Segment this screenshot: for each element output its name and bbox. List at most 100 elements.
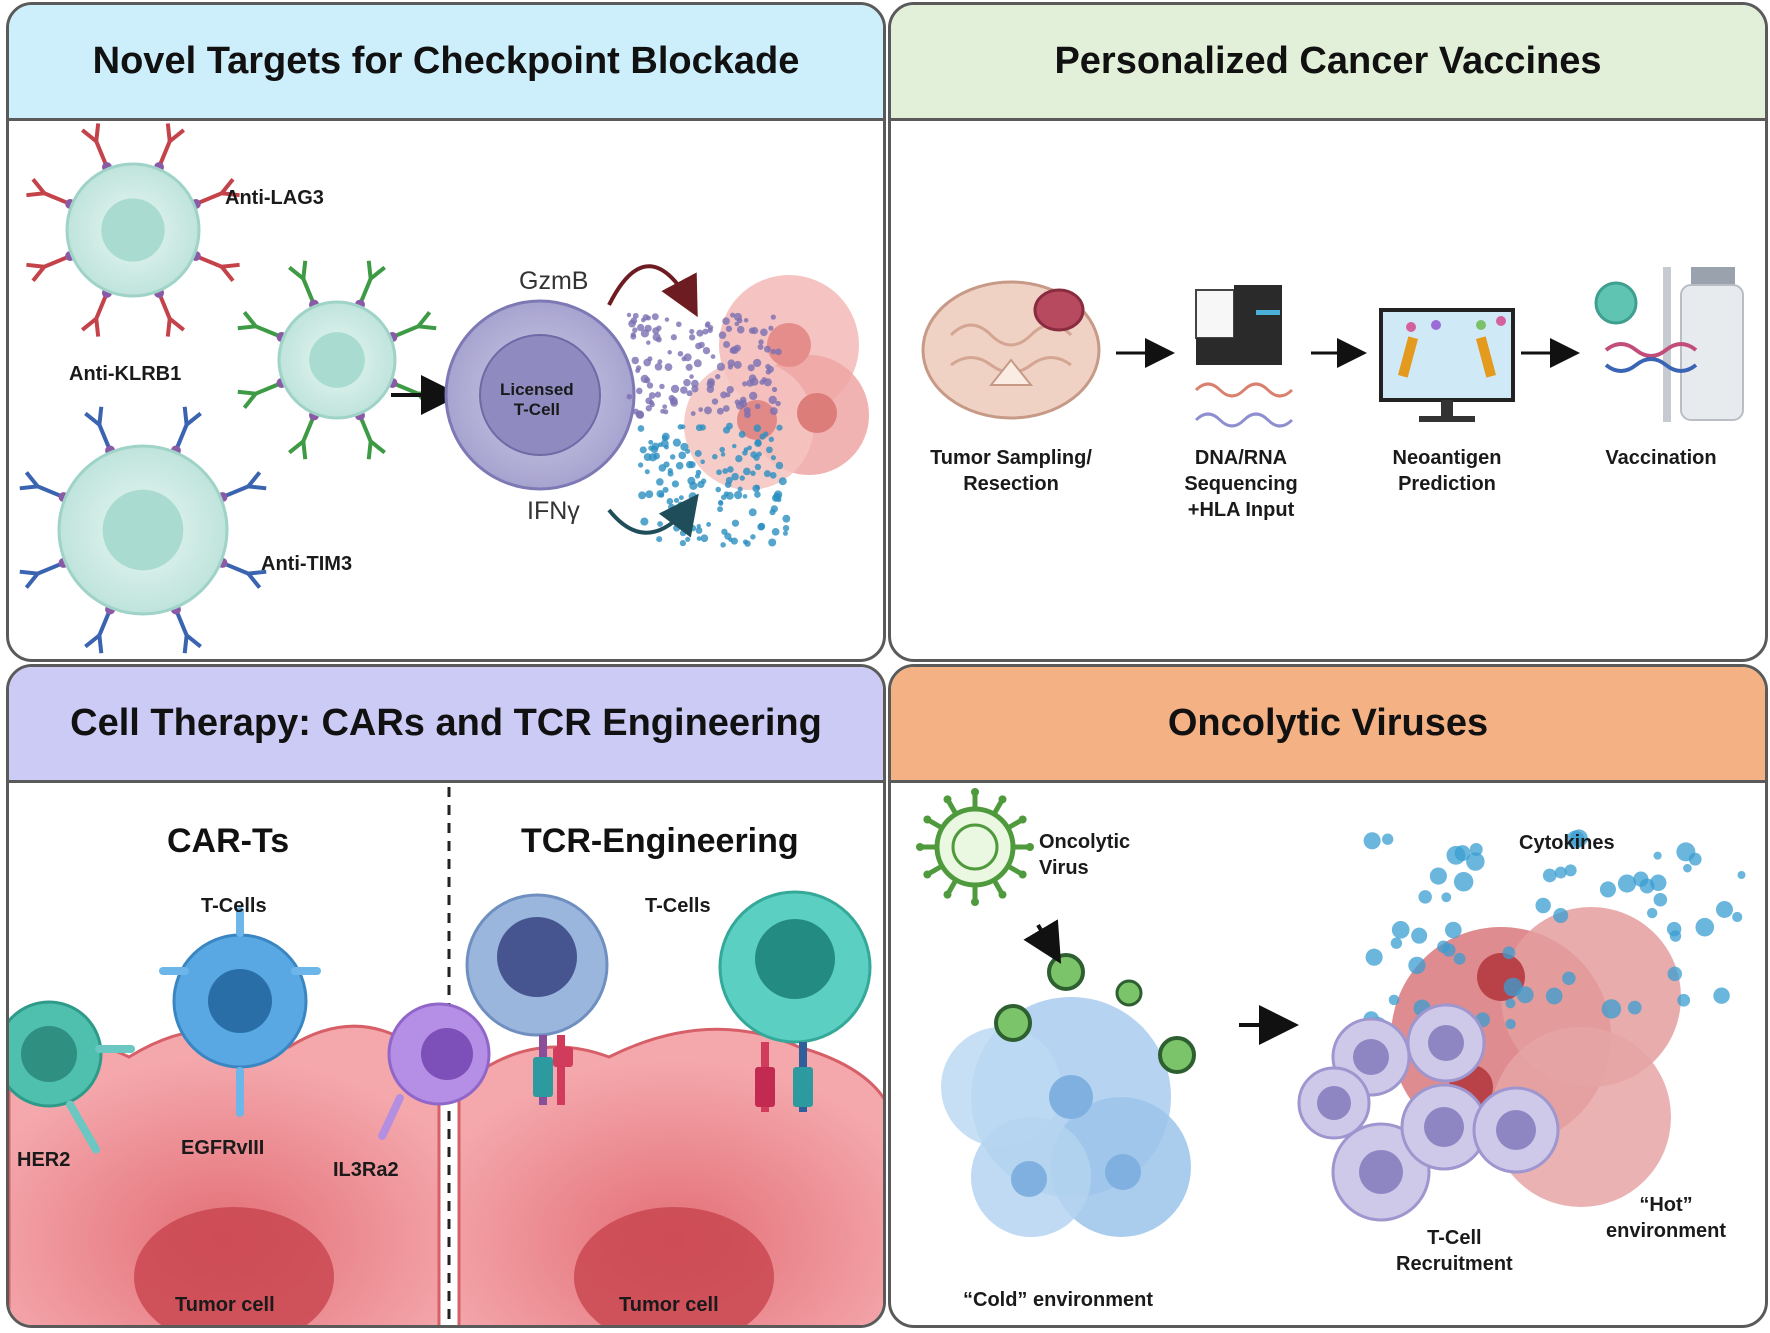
gzmb-dot [763,378,772,387]
vaccines-title: Personalized Cancer Vaccines [1054,40,1602,82]
ifng-dot [695,424,703,432]
cell-anti-lag3 [26,123,240,337]
gzmb-dot [768,395,777,405]
monitor-icon [1379,308,1515,422]
ifng-dot [742,494,748,499]
gzmb-dot [706,380,715,389]
gzmb-dot [757,344,764,350]
cell-anti-klrb1 [237,260,437,460]
ifng-dot [685,448,691,454]
gzmb-dot [743,407,751,415]
cytokine-dot [1554,866,1567,879]
cytokine-dot [1535,897,1551,914]
gzmb-dot [631,356,639,365]
ifng-dot [678,451,687,460]
cytokine-dot [1408,956,1426,974]
gzmb-dot [733,344,741,352]
ifng-dot [637,425,645,432]
gzmb-dot [758,339,764,345]
ifng-dot [770,455,776,461]
ifng-dot [715,486,722,493]
gzmb-dot [718,331,727,339]
cold-tumor [941,997,1191,1237]
gzmb-arrow [607,264,698,318]
cytokine-dot [1627,1000,1642,1015]
cytokines-label: Cytokines [1519,832,1615,854]
cytokine-dot [1566,830,1585,849]
cytokine-dot [1363,832,1381,850]
ifng-dot [706,521,712,527]
ifng-dot [668,503,675,511]
ifng-dot [675,461,684,470]
gzmb-dot [645,397,653,405]
ifng-dot [739,475,745,481]
gzmb-dot [670,384,680,394]
cytokine-dot [1653,892,1668,907]
gzmb-dot [636,411,645,419]
gzmb-dot [739,396,747,404]
cytokine-dot [1653,851,1662,860]
cytokine-dot [1441,892,1452,903]
gzmb-dot [663,409,669,415]
cytokine-dot [1676,842,1696,862]
car-t-title: CAR-Ts [167,822,290,860]
cell-therapy-panel: Cell Therapy: CARs and TCR Engineering [6,664,886,1328]
ifng-dot [673,524,681,532]
cell-therapy-header: Cell Therapy: CARs and TCR Engineering [9,667,883,783]
oncolytic-panel: Oncolytic Viruses [888,664,1768,1328]
cold-label: “Cold” environment [963,1289,1154,1311]
gzmb-dot [716,362,726,371]
cytokine-dot [1411,927,1428,944]
cell-therapy-illustration [9,787,883,1325]
sequencer-icon [1194,285,1294,428]
ifng-dot [737,486,743,492]
gzmb-dot [656,336,662,343]
gzmb-dot [720,391,728,399]
ifng-dot [755,484,760,490]
ifng-dot [685,536,691,542]
ifng-dot [712,453,718,460]
gzmb-dot [759,379,765,385]
ifng-dot [722,426,731,434]
cytokine-dot [1453,952,1466,965]
ifng-dot [725,476,733,484]
ifng-dot [732,443,737,449]
gzmb-dot [722,317,730,325]
car-tcell-her2 [9,1000,135,1154]
ifng-dot [700,534,709,543]
car-tcells-label: T-Cells [201,895,267,917]
gzmb-dot [659,383,665,390]
gzmb-dot [722,405,730,412]
gzmb-dot [770,348,777,355]
gzmb-dot [710,354,716,359]
gzmb-dot [736,325,745,334]
ifng-dot [667,470,674,477]
gzmb-dot [704,323,710,328]
ifng-dot [639,446,647,454]
ifng-dot [763,470,771,478]
checkpoint-title: Novel Targets for Checkpoint Blockade [92,40,800,82]
gzmb-dot [742,381,748,387]
cell-therapy-title: Cell Therapy: CARs and TCR Engineering [70,702,822,744]
tcr-title: TCR-Engineering [521,822,799,860]
ifng-dot [679,540,687,547]
cytokine-dot [1502,946,1516,960]
gzmb-dot [632,327,638,333]
step-vaccination: Vaccination [1605,447,1717,469]
ifng-dot [700,459,705,465]
gzmb-dot [662,404,668,410]
cytokine-dot [1737,871,1746,880]
ifng-dot [638,491,647,500]
cytokine-dot [1683,863,1692,873]
gzmb-dot [664,317,670,322]
ifng-dot [674,497,680,503]
oncolytic-title: Oncolytic Viruses [1167,702,1489,744]
ifng-dot [771,527,780,536]
ifng-dot [743,467,751,476]
gzmb-dot [768,325,774,331]
ifng-dot [689,525,697,532]
cytokine-dot [1715,900,1733,918]
gzmb-dot [747,364,755,372]
gzmb-dot [654,391,662,398]
gzmb-dot [727,364,733,370]
